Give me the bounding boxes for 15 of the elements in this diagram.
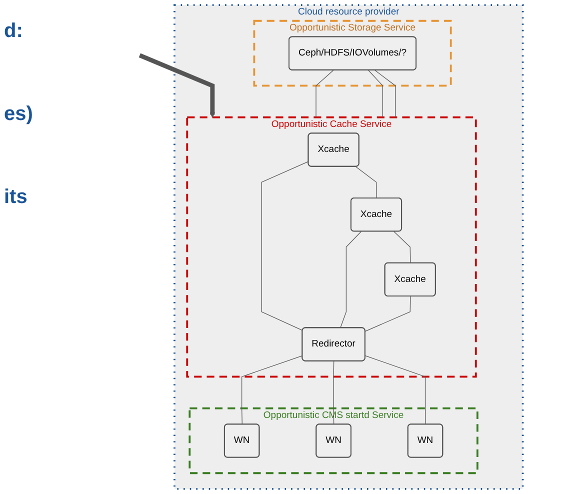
connector: [364, 296, 411, 332]
connector: [394, 231, 411, 264]
connector: [364, 355, 426, 425]
connector: [374, 70, 396, 118]
connector: [340, 231, 362, 328]
cut-off-text: es): [4, 103, 34, 126]
connector: [333, 360, 334, 425]
connector: [355, 166, 377, 199]
cut-off-text: its: [4, 186, 28, 209]
arrow: [138, 53, 216, 118]
connector: [368, 70, 384, 118]
cut-off-text: d:: [4, 20, 24, 43]
connector: [316, 70, 334, 118]
connector: [261, 161, 309, 331]
connector: [242, 355, 303, 425]
